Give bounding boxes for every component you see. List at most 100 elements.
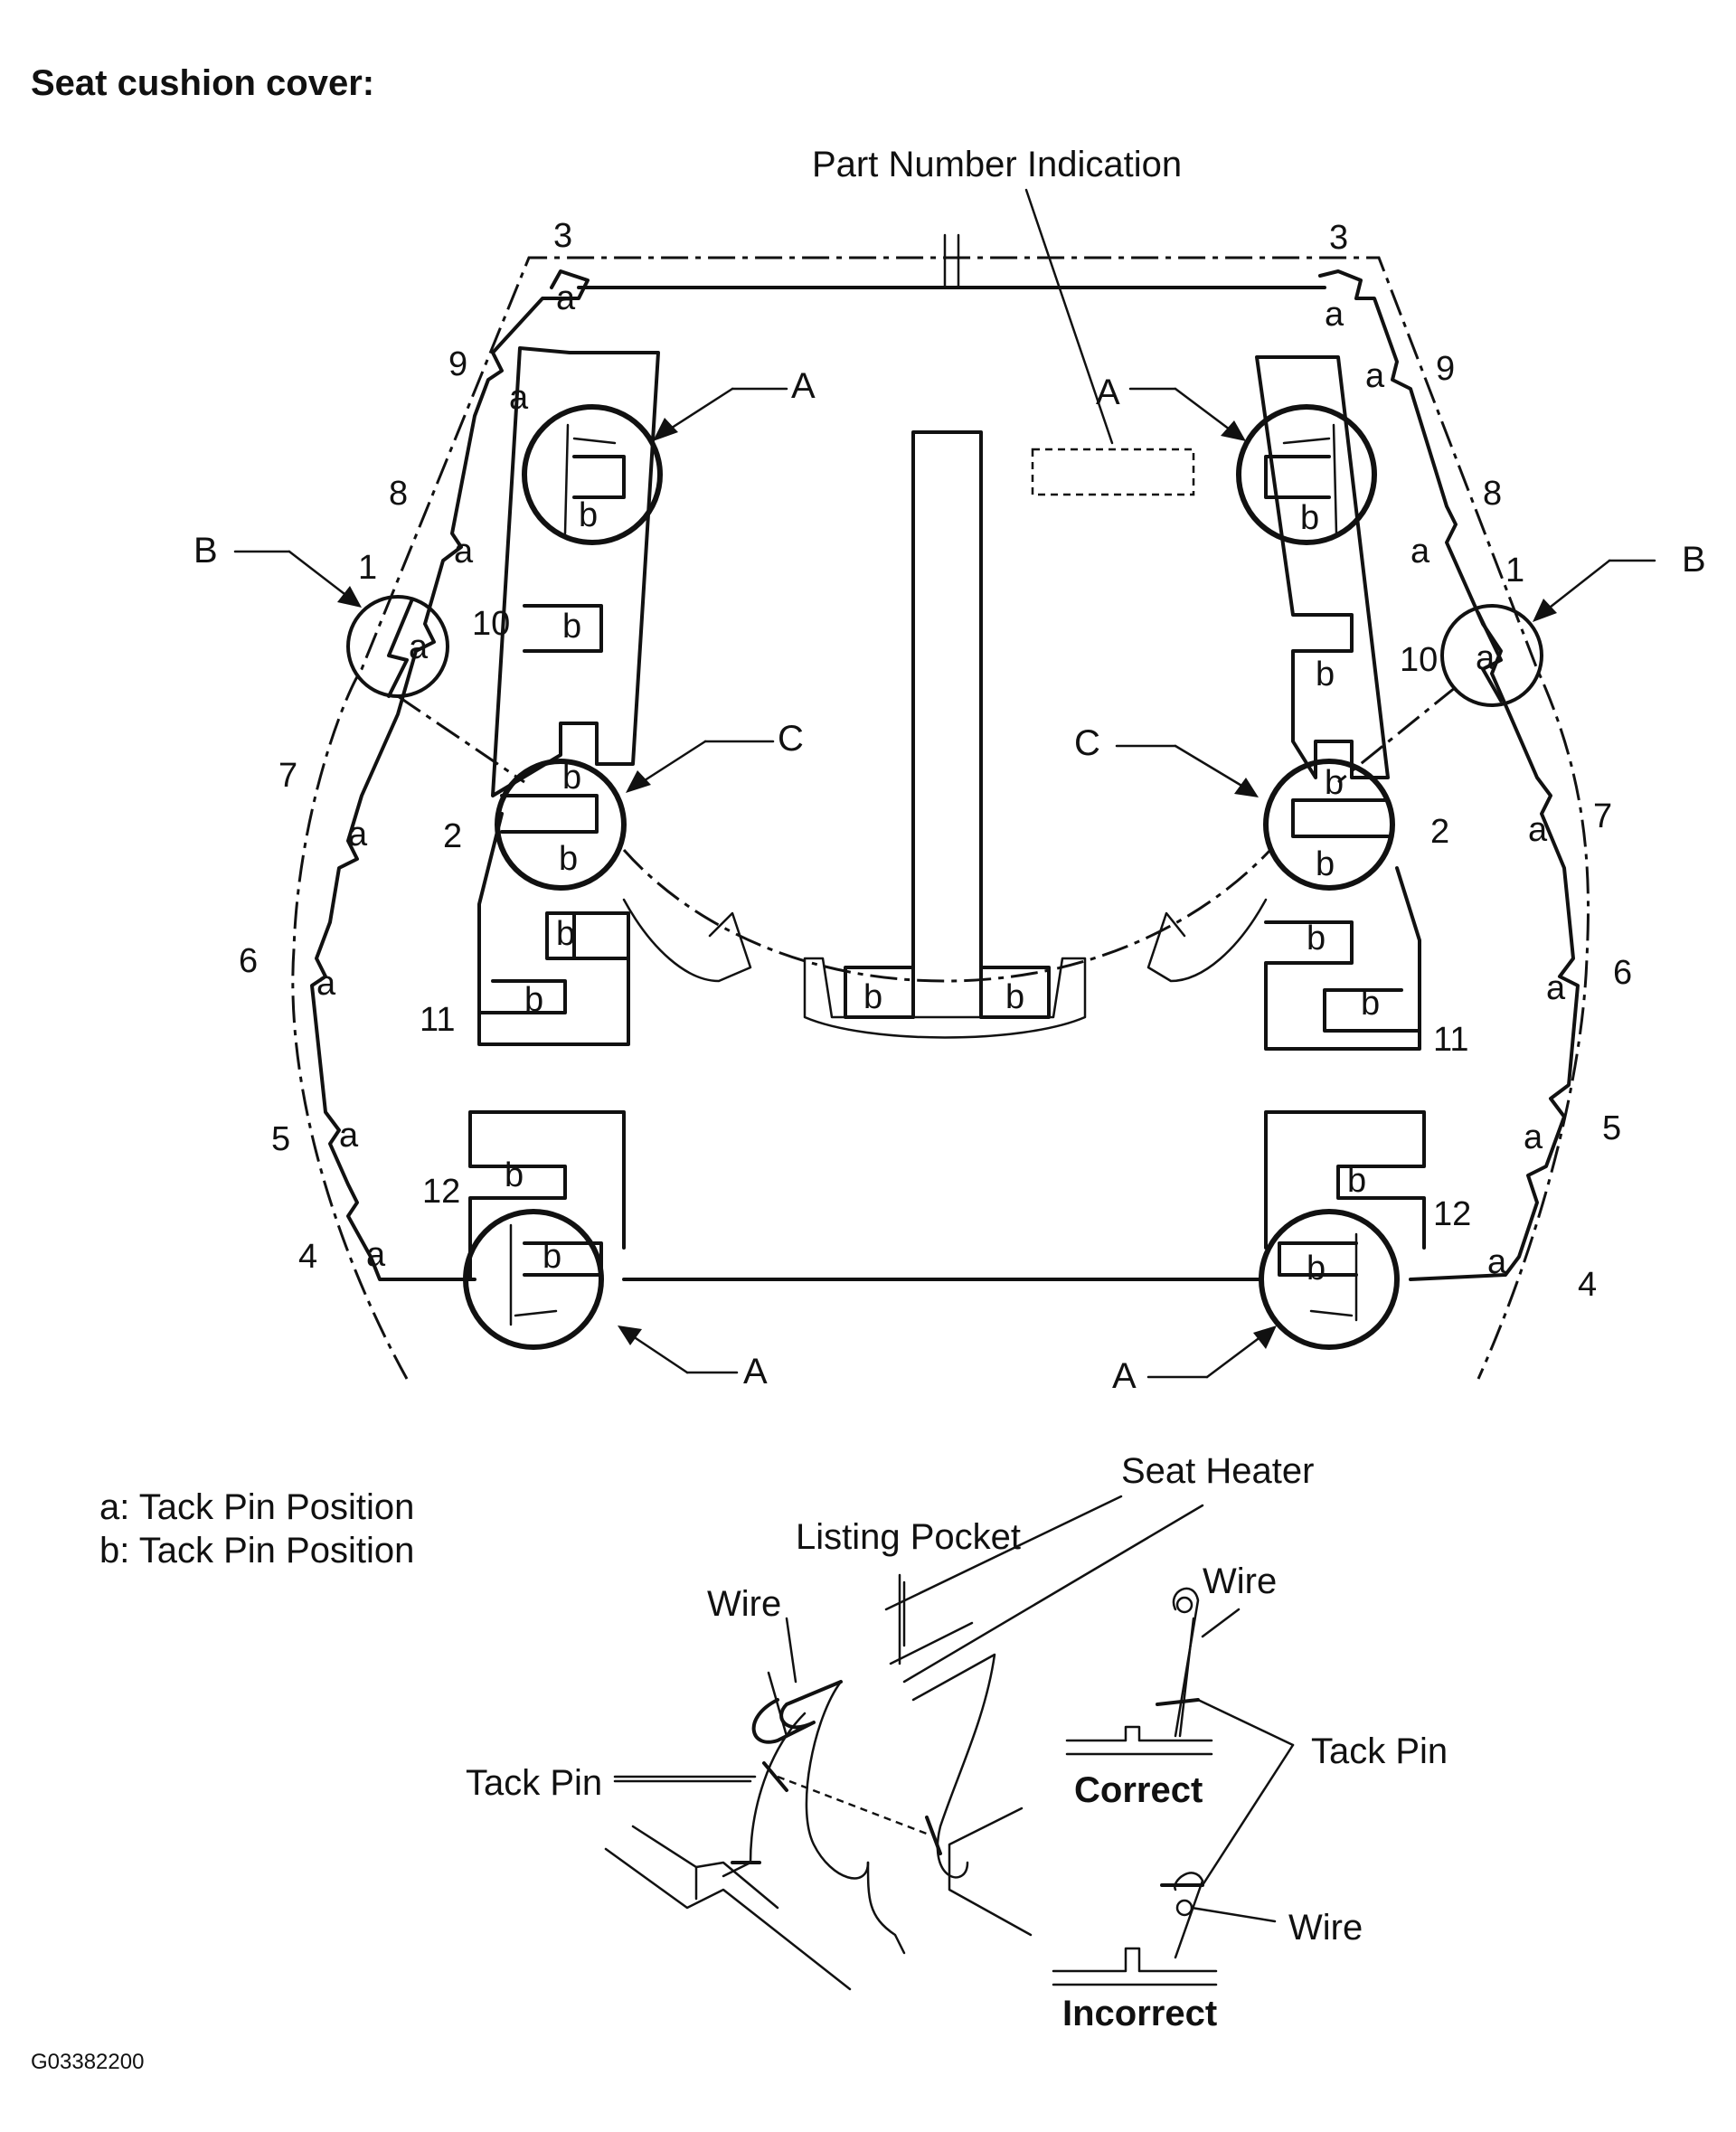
num-4-right: 4	[1578, 1266, 1597, 1304]
arrow-a-bottom-left	[618, 1325, 739, 1374]
tack-pin-leader-correct	[1196, 1698, 1295, 1747]
num-7-right: 7	[1593, 797, 1612, 835]
label-c-right: C	[1074, 723, 1100, 763]
label-a-bottom-left: A	[743, 1352, 768, 1391]
num-9-left: 9	[448, 345, 467, 383]
label-listing-pocket: Listing Pocket	[796, 1517, 1021, 1557]
num-8-right: 8	[1483, 475, 1502, 513]
pin-b: b	[1347, 1162, 1366, 1200]
right-lower-pocket	[1264, 866, 1421, 1051]
b-right-leader	[1337, 685, 1457, 784]
pin-b: b	[1361, 985, 1380, 1023]
wire-leader-left	[785, 1617, 797, 1684]
seat-heater-curve	[622, 848, 1272, 983]
b-left-leader	[397, 694, 525, 784]
pin-b: b	[1316, 656, 1335, 693]
arrow-a-top-right	[1128, 387, 1246, 441]
left-upper-pocket	[491, 346, 660, 797]
num-5-left: 5	[271, 1120, 290, 1158]
page-title: Seat cushion cover:	[31, 63, 374, 103]
pin-a: a	[1528, 811, 1548, 849]
outer-outline	[291, 256, 1590, 1380]
figure-id: G03382200	[31, 2050, 144, 2074]
pin-b: b	[1005, 978, 1024, 1016]
pin-b: b	[556, 915, 575, 953]
pin-b: b	[542, 1238, 561, 1276]
legend-a: a: Tack Pin Position	[99, 1487, 414, 1527]
label-part-number: Part Number Indication	[812, 145, 1182, 184]
detail-circle-b-left	[346, 595, 449, 698]
listing-pocket-illustration	[604, 1504, 1204, 1991]
label-incorrect: Incorrect	[1062, 1994, 1217, 2033]
pin-a: a	[556, 279, 576, 317]
num-12-right: 12	[1433, 1195, 1471, 1233]
heater-flap-right	[1146, 898, 1268, 983]
pin-b: b	[863, 978, 882, 1016]
num-12-left: 12	[422, 1173, 460, 1211]
label-c-left: C	[778, 719, 804, 759]
label-a-bottom-right: A	[1112, 1356, 1137, 1396]
arrow-b-left	[233, 550, 362, 608]
num-1-left: 1	[358, 549, 377, 587]
pin-a: a	[1546, 969, 1566, 1007]
pin-a: a	[1365, 357, 1385, 395]
pin-b: b	[559, 840, 578, 878]
num-7-left: 7	[278, 757, 297, 795]
pin-b: b	[562, 759, 581, 797]
label-wire-right: Wire	[1203, 1561, 1277, 1601]
label-a-top-left: A	[791, 366, 816, 406]
cover-edge-right	[1318, 269, 1580, 1281]
num-9-right: 9	[1436, 350, 1455, 388]
pin-b: b	[1307, 1250, 1326, 1288]
pin-b: b	[1307, 920, 1326, 958]
wire-leader-correct	[1201, 1608, 1241, 1638]
label-seat-heater: Seat Heater	[1121, 1451, 1314, 1491]
num-3-left: 3	[553, 217, 572, 255]
pin-b: b	[505, 1156, 524, 1194]
num-10-left: 10	[472, 605, 510, 643]
seat-heater-leader	[884, 1495, 1123, 1611]
label-tack-pin-right: Tack Pin	[1311, 1731, 1448, 1771]
label-wire-left: Wire	[707, 1584, 781, 1624]
detail-circle-a-top-left	[522, 404, 663, 545]
center-strip	[911, 430, 983, 1019]
pin-a: a	[509, 379, 529, 417]
label-correct: Correct	[1074, 1770, 1203, 1810]
correct-diagram	[1065, 1587, 1213, 1756]
arrow-a-bottom-right	[1146, 1325, 1277, 1379]
arrow-b-right	[1533, 559, 1656, 622]
pin-a: a	[348, 816, 368, 854]
right-bottom-pocket	[1264, 1110, 1426, 1250]
num-8-left: 8	[389, 475, 408, 513]
wire-leader-incorrect	[1190, 1906, 1277, 1923]
label-wire-incorrect: Wire	[1288, 1908, 1363, 1948]
detail-circle-c-right	[1263, 759, 1395, 891]
arrow-c-left	[626, 740, 775, 793]
heater-center-flap	[803, 957, 1087, 1039]
num-11-left: 11	[420, 1001, 455, 1039]
detail-circle-a-top-right	[1236, 404, 1377, 545]
label-b-right: B	[1682, 540, 1706, 580]
pin-a: a	[366, 1236, 386, 1274]
heater-flap-left	[622, 898, 752, 983]
detail-circle-a-bottom-right	[1259, 1209, 1400, 1350]
center-pocket-left	[844, 966, 915, 1019]
detail-circle-a-bottom-left	[463, 1209, 604, 1350]
pin-a: a	[1487, 1243, 1507, 1281]
pin-a: a	[1476, 639, 1495, 677]
pin-a: a	[1325, 296, 1344, 334]
label-b-left: B	[193, 531, 218, 571]
label-a-top-right: A	[1096, 373, 1120, 412]
pin-a: a	[454, 533, 474, 571]
left-pocket-tab-11	[477, 979, 567, 1014]
label-tack-pin-left: Tack Pin	[466, 1763, 602, 1803]
left-pocket-tab-10	[523, 604, 603, 653]
num-6-right: 6	[1613, 954, 1632, 992]
num-4-left: 4	[298, 1238, 317, 1276]
tack-pin-leader-incorrect	[1201, 1743, 1295, 1887]
pin-b: b	[1316, 845, 1335, 883]
part-number-box	[1031, 448, 1195, 496]
left-lower-pocket	[477, 812, 630, 1046]
